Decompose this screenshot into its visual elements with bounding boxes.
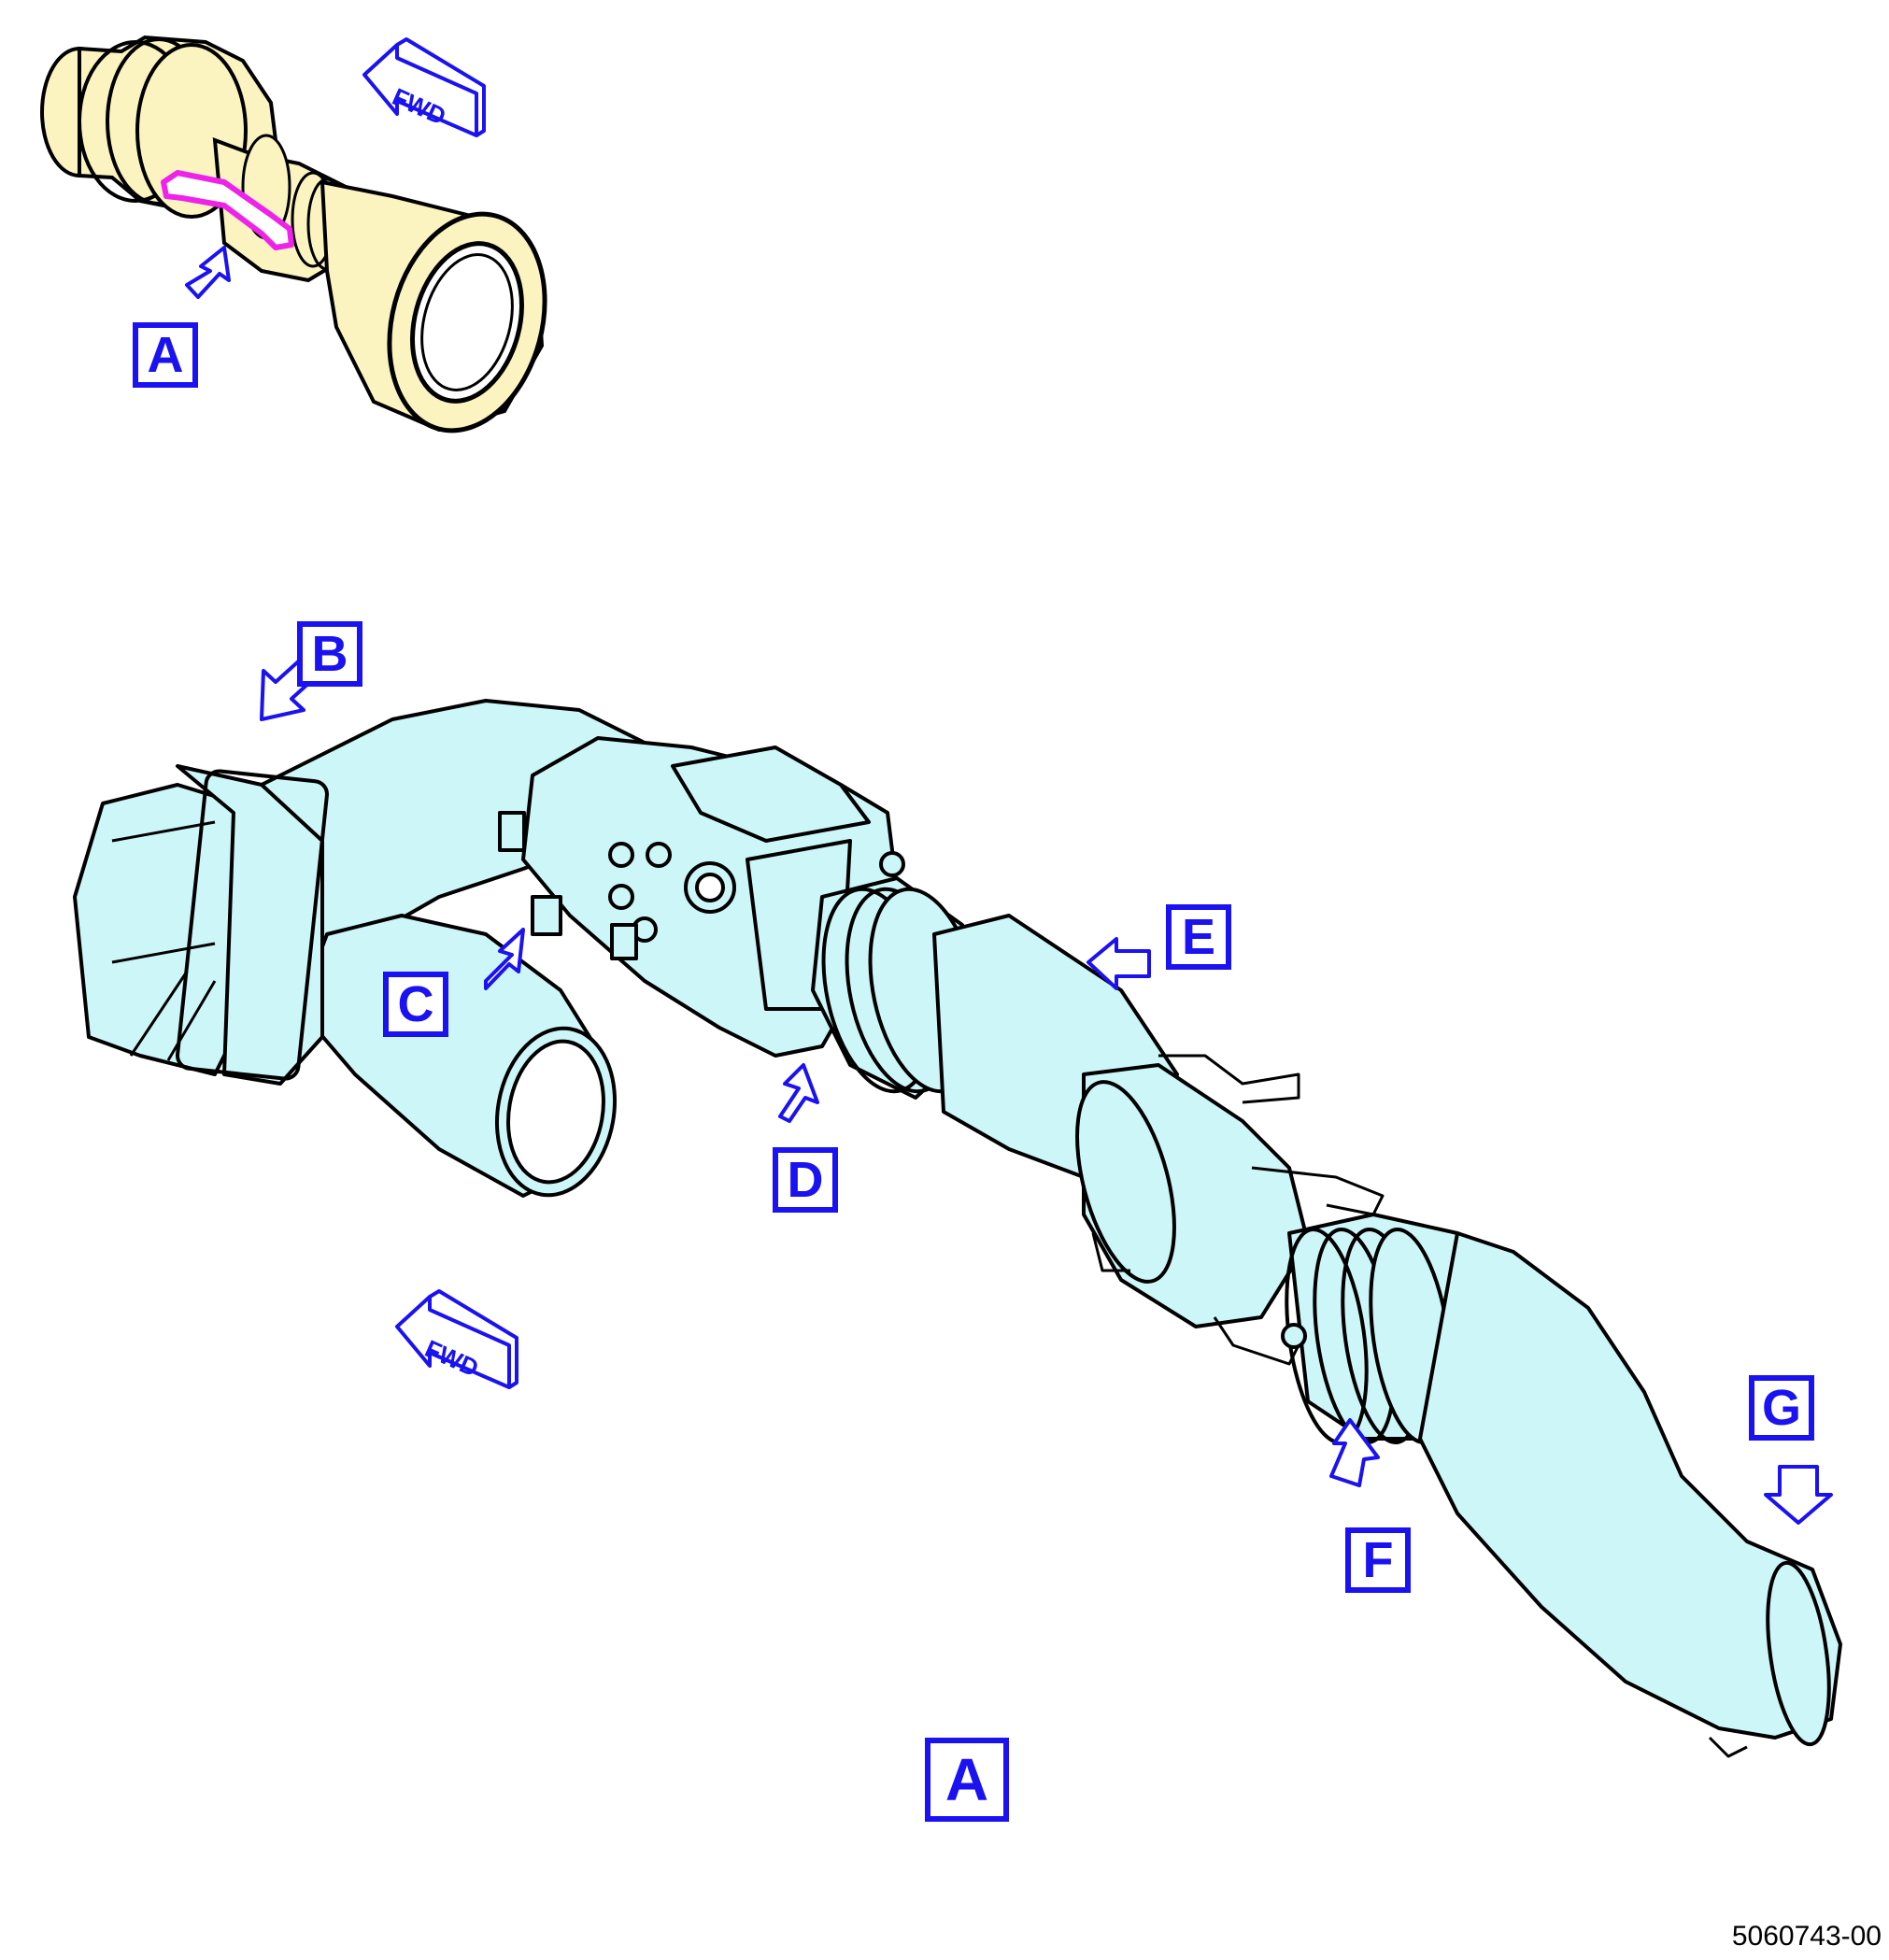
callout-arrows xyxy=(260,654,1833,1525)
detail-view-duct xyxy=(40,35,547,433)
figure-number: 5060743-00 xyxy=(1731,1921,1882,1952)
callout-g: G xyxy=(1749,1375,1814,1441)
callout-e: E xyxy=(1166,904,1231,970)
arrow-c-icon xyxy=(484,928,525,990)
arrow-d-icon xyxy=(778,1063,819,1123)
outlet-g-opening xyxy=(1766,1560,1831,1747)
callout-a-main-view: A xyxy=(925,1738,1009,1822)
callout-b: B xyxy=(297,621,362,687)
callout-c: C xyxy=(383,972,448,1037)
fwd-indicator-bottom: FWD xyxy=(395,1289,518,1389)
highlighted-part xyxy=(161,170,294,250)
main-duct-assembly xyxy=(73,699,1842,1758)
callout-a-detail: A xyxy=(133,322,198,388)
arrow-e-icon xyxy=(1087,937,1151,990)
arrow-f-icon xyxy=(1329,1418,1380,1487)
fwd-indicator-top: FWD xyxy=(362,37,486,137)
callout-f: F xyxy=(1345,1527,1411,1593)
arrow-g-icon xyxy=(1764,1465,1833,1525)
callout-d: D xyxy=(773,1147,838,1213)
